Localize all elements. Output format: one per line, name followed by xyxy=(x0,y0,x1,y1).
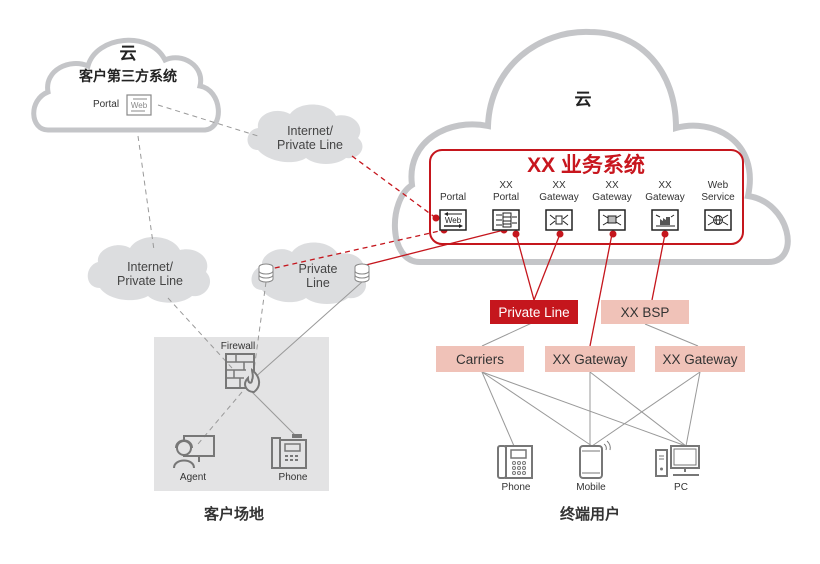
component-label-line2: Gateway xyxy=(592,191,632,203)
red-solid-links xyxy=(361,229,666,347)
third-party-web-icon: Web xyxy=(126,94,152,116)
gateway-mail-icon xyxy=(598,209,626,231)
svg-text:Web: Web xyxy=(131,101,148,110)
business-system-title: XX 业务系统 xyxy=(527,154,645,177)
bsp-box: XX BSP xyxy=(601,300,689,324)
network-label-line1: Internet/ xyxy=(127,260,173,274)
gateway-icon xyxy=(545,209,573,231)
user-phone-label: Phone xyxy=(501,482,531,493)
mobile-icon xyxy=(579,440,611,479)
component-label-line1: XX xyxy=(605,180,619,191)
top-network-label: Internet/Private Line xyxy=(262,124,358,153)
carriers-box: Carriers xyxy=(436,346,524,372)
top-network-cloud xyxy=(247,104,363,164)
left-network-cloud xyxy=(87,236,211,303)
pc-icon xyxy=(655,445,700,477)
gateway-factory-icon xyxy=(651,209,679,231)
agent-label: Agent xyxy=(179,472,207,483)
component-label-line2: Portal xyxy=(439,191,467,203)
customer-site-caption: 客户场地 xyxy=(203,506,264,523)
private-line-box: Private Line xyxy=(490,300,578,324)
mobile-label: Mobile xyxy=(576,482,606,493)
firewall-icon xyxy=(225,353,260,394)
network-label-line1: Private xyxy=(298,262,338,276)
third-party-cloud-shape xyxy=(31,37,221,133)
left-network-label: Internet/Private Line xyxy=(102,260,198,289)
firewall-label: Firewall xyxy=(220,341,256,352)
network-label-line2: Private Line xyxy=(276,138,343,153)
component-label-line2: Portal xyxy=(492,191,520,203)
web-portal-icon: Web xyxy=(439,209,467,231)
site-phone-icon xyxy=(271,434,307,469)
web-service-globe-icon xyxy=(704,209,732,231)
component-label-line2: Gateway xyxy=(539,191,579,203)
database-icon xyxy=(354,263,370,283)
component-label-line2: Gateway xyxy=(645,191,685,203)
third-party-system-label: 客户第三方系统 xyxy=(79,68,177,84)
gray-solid-links xyxy=(247,281,701,447)
component-label-line1: XX xyxy=(499,180,513,191)
user-phone-icon xyxy=(497,445,533,479)
private-line-cloud xyxy=(251,242,367,304)
agent-icon xyxy=(173,435,215,469)
network-label-line2: Line xyxy=(306,276,330,291)
third-party-cloud-title: 云 xyxy=(119,44,137,63)
component-label-line1: Web xyxy=(707,180,729,191)
gateway-box: XX Gateway xyxy=(655,346,745,372)
component-label-line2: Service xyxy=(701,191,735,203)
component-label: Portal xyxy=(433,180,473,203)
firewall-portal-icon xyxy=(492,209,520,231)
network-label-line2: Private Line xyxy=(116,274,183,289)
third-party-portal-label: Portal xyxy=(92,99,120,110)
site-phone-label: Phone xyxy=(278,472,308,483)
main-cloud-title: 云 xyxy=(574,90,592,109)
svg-text:Web: Web xyxy=(445,216,462,225)
component-label-line1: XX xyxy=(552,180,566,191)
component-label-line1: XX xyxy=(658,180,672,191)
network-label-line1: Internet/ xyxy=(287,124,333,138)
red-dashed-links xyxy=(265,155,445,271)
pc-label: PC xyxy=(674,482,688,493)
business-system-frame xyxy=(429,149,744,245)
database-icon xyxy=(258,263,274,283)
gateway-box: XX Gateway xyxy=(545,346,635,372)
main-cloud-shape xyxy=(392,28,791,265)
end-users-caption: 终端用户 xyxy=(559,506,620,523)
